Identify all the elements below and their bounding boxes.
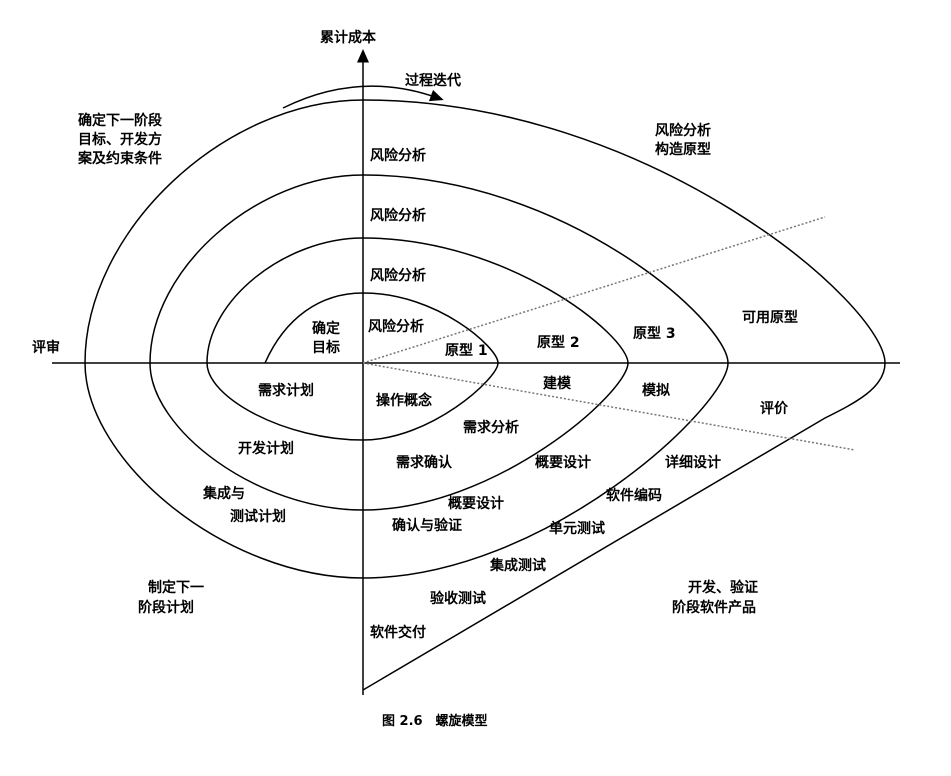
integration-plan-label: 集成与 测试计划 — [202, 485, 286, 525]
req-validation-label: 需求确认 — [396, 454, 453, 471]
dotted-divider-upper — [362, 216, 826, 364]
risk-analysis-label: 风险分析 — [370, 267, 426, 284]
integration-test-label: 集成测试 — [489, 557, 546, 574]
unit-test-label: 单元测试 — [549, 520, 605, 537]
delivery-label: 软件交付 — [370, 624, 426, 641]
risk-analysis-label: 风险分析 — [368, 318, 424, 335]
verify-validate-label: 确认与验证 — [392, 517, 462, 534]
iteration-label: 过程迭代 — [405, 72, 461, 89]
figure-caption: 图 2.6 螺旋模型 — [382, 713, 488, 729]
x-axis-label-review: 评审 — [32, 339, 60, 356]
risk-analysis-label: 风险分析 — [370, 207, 426, 224]
acceptance-test-label: 验收测试 — [430, 590, 486, 607]
concept-label: 操作概念 — [376, 392, 433, 409]
objectives-label: 确定 目标 — [312, 320, 345, 356]
iteration-arrow — [282, 85, 444, 109]
detail-design-label: 详细设计 — [665, 454, 721, 471]
quadrant-label-top-right: 风险分析 构造原型 — [655, 122, 716, 158]
simulation-label: 模拟 — [642, 382, 670, 399]
coding-label: 软件编码 — [606, 487, 662, 504]
usable-prototype-label: 可用原型 — [742, 309, 798, 326]
evaluation-label: 评价 — [760, 401, 789, 417]
prototype-2-label: 原型 2 — [537, 334, 580, 351]
high-level-design-label: 概要设计 — [448, 495, 504, 512]
high-level-design-label: 概要设计 — [535, 454, 591, 471]
y-axis-label: 累计成本 — [320, 29, 377, 46]
quadrant-label-top-left: 确定下一阶段 目标、开发方 案及约束条件 — [77, 112, 167, 167]
quadrant-label-bottom-left: 制定下一 阶段计划 — [138, 579, 209, 616]
req-analysis-label: 需求分析 — [463, 419, 519, 436]
spiral-path — [84, 99, 886, 691]
prototype-1-label: 原型 1 — [445, 342, 488, 359]
prototype-3-label: 原型 3 — [633, 325, 676, 342]
modeling-label: 建模 — [543, 375, 572, 392]
dotted-divider-lower — [362, 362, 856, 451]
requirements-plan-label: 需求计划 — [258, 382, 314, 399]
quadrant-label-bottom-right: 开发、验证 阶段软件产品 — [672, 579, 763, 616]
risk-analysis-label: 风险分析 — [370, 147, 426, 164]
development-plan-label: 开发计划 — [238, 440, 294, 457]
